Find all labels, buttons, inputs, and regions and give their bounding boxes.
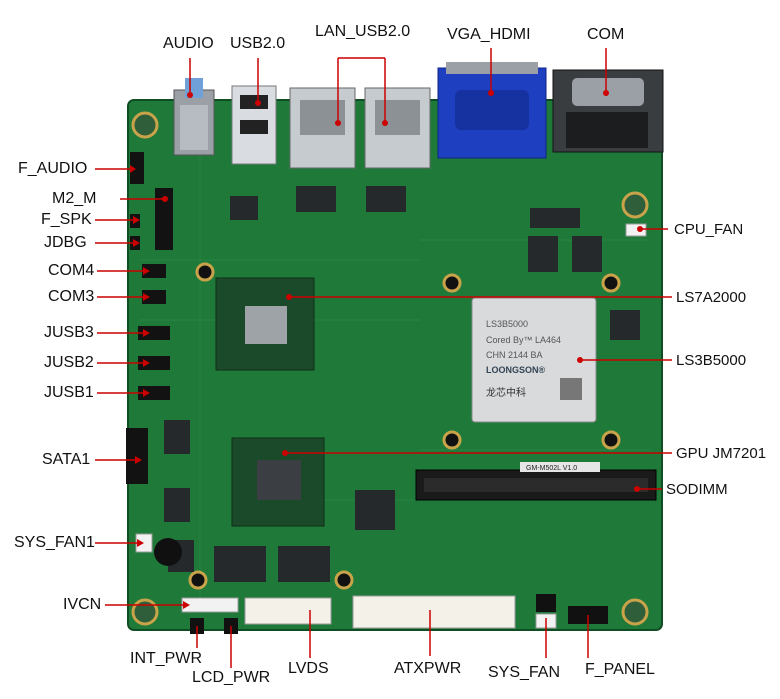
gpu-chip bbox=[231, 437, 325, 527]
lan-usb-ports bbox=[289, 87, 431, 169]
memory-chip bbox=[278, 546, 330, 582]
mounting-holes bbox=[131, 111, 649, 626]
svg-text:GM-M502L V1.0: GM-M502L V1.0 bbox=[526, 465, 577, 472]
jumper bbox=[536, 594, 556, 612]
cpu-fan-connector bbox=[625, 223, 647, 237]
svg-text:CHN 2144 BA: CHN 2144 BA bbox=[486, 350, 543, 360]
label-gpu: GPU JM7201 bbox=[676, 445, 767, 462]
memory-chip bbox=[214, 546, 266, 582]
atx-power-connector bbox=[352, 595, 516, 629]
cpu-chip: LS3B5000 Cored By™ LA464 CHN 2144 BA LOO… bbox=[471, 297, 597, 423]
label-cpu-fan: CPU_FAN bbox=[674, 221, 744, 238]
buzzer bbox=[154, 538, 182, 566]
svg-text:LS3B5000: LS3B5000 bbox=[486, 319, 528, 329]
lvds-connector bbox=[244, 597, 332, 625]
label-f-audio: F_AUDIO bbox=[18, 160, 88, 177]
jusb3-header bbox=[138, 326, 170, 340]
label-sodimm: SODIMM bbox=[666, 481, 728, 498]
label-f-panel: F_PANEL bbox=[585, 661, 655, 678]
jusb1-header bbox=[138, 386, 170, 400]
m2-slot bbox=[155, 188, 173, 250]
label-com3: COM3 bbox=[48, 288, 95, 305]
sata1-connector bbox=[126, 428, 148, 484]
label-usb20: USB2.0 bbox=[230, 35, 286, 52]
usb-port bbox=[231, 85, 277, 165]
label-f-spk: F_SPK bbox=[41, 211, 92, 228]
label-jdbg: JDBG bbox=[44, 234, 87, 251]
label-lan-usb: LAN_USB2.0 bbox=[315, 23, 411, 40]
label-jusb2: JUSB2 bbox=[44, 354, 94, 371]
svg-text:龙芯中科: 龙芯中科 bbox=[486, 386, 526, 399]
label-jusb3: JUSB3 bbox=[44, 324, 94, 341]
sodimm-slot: GM-M502L V1.0 bbox=[415, 462, 657, 501]
label-sys-fan1: SYS_FAN1 bbox=[14, 534, 95, 551]
ivcn-connector bbox=[181, 597, 239, 613]
label-sys-fan: SYS_FAN bbox=[488, 664, 561, 681]
label-com4: COM4 bbox=[48, 262, 95, 279]
label-sata1: SATA1 bbox=[42, 451, 91, 468]
label-jusb1: JUSB1 bbox=[44, 384, 94, 401]
vga-hdmi-port bbox=[437, 62, 547, 159]
label-ls3b5000: LS3B5000 bbox=[676, 352, 747, 369]
ls7a2000-chip bbox=[215, 277, 315, 371]
label-ls7a2000: LS7A2000 bbox=[676, 289, 747, 306]
label-lvds: LVDS bbox=[288, 660, 329, 677]
label-int-pwr: INT_PWR bbox=[130, 650, 202, 667]
jusb2-header bbox=[138, 356, 170, 370]
com3-header bbox=[142, 290, 166, 304]
label-atxpwr: ATXPWR bbox=[394, 660, 462, 677]
label-audio: AUDIO bbox=[163, 35, 214, 52]
svg-text:Cored By™ LA464: Cored By™ LA464 bbox=[486, 335, 561, 345]
leader-lines bbox=[95, 48, 672, 668]
label-lcd-pwr: LCD_PWR bbox=[192, 669, 271, 686]
svg-text:LOONGSON®: LOONGSON® bbox=[486, 365, 546, 375]
label-com: COM bbox=[587, 26, 625, 43]
label-m2-m: M2_M bbox=[52, 190, 97, 207]
com4-header bbox=[142, 264, 166, 278]
com-port bbox=[552, 69, 664, 153]
label-vga-hdmi: VGA_HDMI bbox=[447, 26, 531, 43]
label-ivcn: IVCN bbox=[63, 596, 102, 613]
f-audio-header bbox=[130, 152, 144, 184]
audio-jack bbox=[173, 78, 215, 156]
